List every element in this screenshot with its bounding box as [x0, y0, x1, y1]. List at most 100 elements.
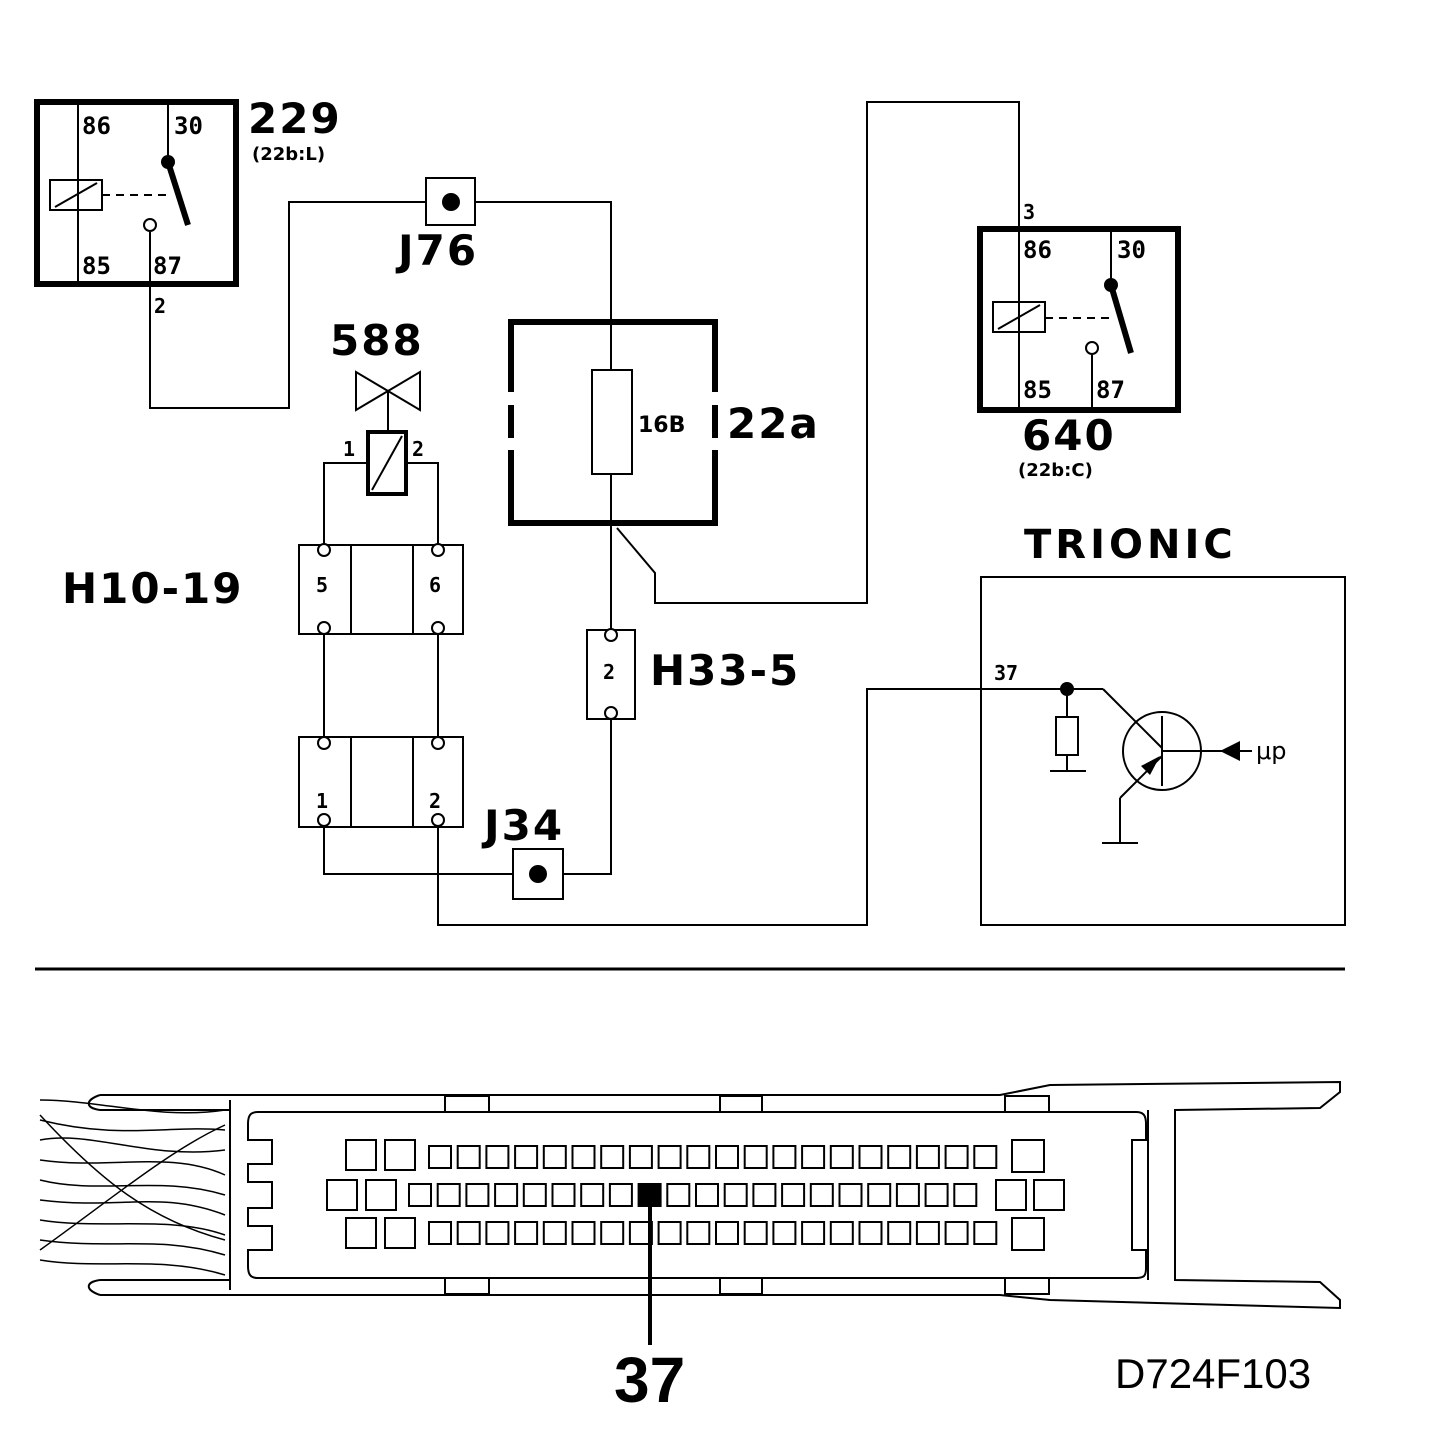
junction-j76-label: J76: [395, 226, 478, 275]
relay-229: 86 30 85 87 229 (22b:L) 2: [34, 94, 342, 318]
wire-h10-j34: [323, 827, 513, 875]
small-pin: [715, 1221, 739, 1245]
valve-588: 588 1 2: [323, 316, 439, 545]
large-pin: [345, 1217, 377, 1249]
small-pin: [895, 1183, 920, 1207]
valve-588-pin2: 2: [412, 437, 424, 461]
large-pin: [384, 1139, 416, 1171]
small-pin: [829, 1221, 854, 1245]
junction-j34-label: J34: [481, 801, 564, 850]
small-pin: [686, 1221, 711, 1245]
small-pin: [743, 1221, 768, 1245]
relay-229-pin87: 87: [153, 252, 182, 280]
small-pin: [456, 1221, 481, 1245]
small-pin: [514, 1145, 539, 1169]
wire-229-j76: [149, 201, 612, 409]
large-pin: [995, 1179, 1027, 1211]
small-pin: [858, 1145, 883, 1169]
small-pin: [456, 1145, 481, 1169]
relay-229-wire-pin: 2: [154, 294, 166, 318]
small-pin: [485, 1221, 510, 1245]
relay-640-pin85: 85: [1023, 376, 1052, 404]
small-pin: [858, 1221, 883, 1245]
small-pin: [695, 1183, 719, 1207]
large-pin: [1011, 1139, 1045, 1173]
connector-h10-19: H10-19 5 6 1 2: [62, 543, 464, 828]
relay-229-ref: (22b:L): [252, 144, 325, 165]
small-pin: [772, 1221, 797, 1245]
small-pin: [657, 1221, 682, 1245]
small-pin: [973, 1145, 998, 1169]
fuse-box-22a: 16B 22a: [508, 319, 820, 526]
small-pin: [953, 1183, 978, 1207]
small-pin: [608, 1183, 633, 1207]
relay-229-label: 229: [248, 94, 342, 143]
small-pin: [772, 1145, 797, 1169]
small-pin: [514, 1221, 539, 1245]
small-pin: [801, 1221, 826, 1245]
small-pin: [723, 1183, 748, 1207]
small-pin: [580, 1183, 605, 1207]
small-pin: [551, 1183, 576, 1207]
wire-h10-trionic: [437, 688, 1067, 926]
junction-j76: J76: [395, 177, 478, 275]
small-pin: [542, 1145, 567, 1169]
small-pin: [752, 1183, 777, 1207]
small-pin: [485, 1145, 510, 1169]
relay-229-pin85: 85: [82, 252, 111, 280]
h10-pin1: 1: [316, 789, 328, 813]
fuse-16b-label: 16B: [638, 413, 685, 438]
pin37-callout-label: 37: [614, 1344, 685, 1416]
small-pin: [600, 1145, 625, 1169]
small-pin: [867, 1183, 892, 1207]
large-pin: [345, 1139, 377, 1171]
small-pin: [428, 1221, 452, 1245]
relay-640: 86 30 85 87 3 640 (22b:C): [977, 200, 1181, 481]
wire-harness: [39, 1099, 226, 1276]
fuse-box-label: 22a: [727, 399, 820, 448]
connector-h10-label: H10-19: [62, 564, 243, 613]
small-pin: [600, 1221, 625, 1245]
small-pin: [924, 1183, 949, 1207]
small-pin: [657, 1145, 682, 1169]
h33-pin2: 2: [603, 660, 615, 684]
trionic-ecu: TRIONIC 37 μp: [980, 522, 1346, 926]
small-pin: [809, 1183, 834, 1207]
small-pin: [465, 1183, 490, 1207]
small-pin: [408, 1183, 432, 1207]
small-pin: [944, 1145, 969, 1169]
h10-pin6: 6: [429, 573, 441, 597]
relay-640-label: 640: [1022, 411, 1116, 460]
small-pin: [915, 1145, 940, 1169]
small-pin: [944, 1221, 969, 1245]
relay-229-pin30: 30: [174, 112, 203, 140]
small-pin: [494, 1183, 519, 1207]
relay-640-pin86: 86: [1023, 236, 1052, 264]
large-pin: [365, 1179, 397, 1211]
h10-pin5: 5: [316, 573, 328, 597]
relay-640-ref: (22b:C): [1018, 460, 1093, 481]
ecu-pin-grid: [326, 1139, 1065, 1251]
small-pin: [973, 1221, 998, 1245]
small-pin: [542, 1221, 567, 1245]
small-pin: [743, 1145, 768, 1169]
relay-229-pin86: 86: [82, 112, 111, 140]
small-pin: [666, 1183, 691, 1207]
small-pin: [686, 1145, 711, 1169]
small-pin: [715, 1145, 739, 1169]
valve-588-pin1: 1: [343, 437, 355, 461]
trionic-signal: μp: [1256, 737, 1287, 765]
wire-h33-j34: [563, 719, 612, 875]
junction-j34: J34: [481, 801, 564, 900]
large-pin: [1011, 1217, 1045, 1251]
small-pin: [428, 1145, 452, 1169]
large-pin: [384, 1217, 416, 1249]
trionic-pin37: 37: [994, 661, 1018, 685]
small-pin: [887, 1221, 912, 1245]
small-pin: [887, 1145, 912, 1169]
small-pin: [571, 1221, 596, 1245]
small-pin: [915, 1221, 940, 1245]
relay-640-wire-pin: 3: [1023, 200, 1035, 224]
small-pin: [838, 1183, 863, 1207]
